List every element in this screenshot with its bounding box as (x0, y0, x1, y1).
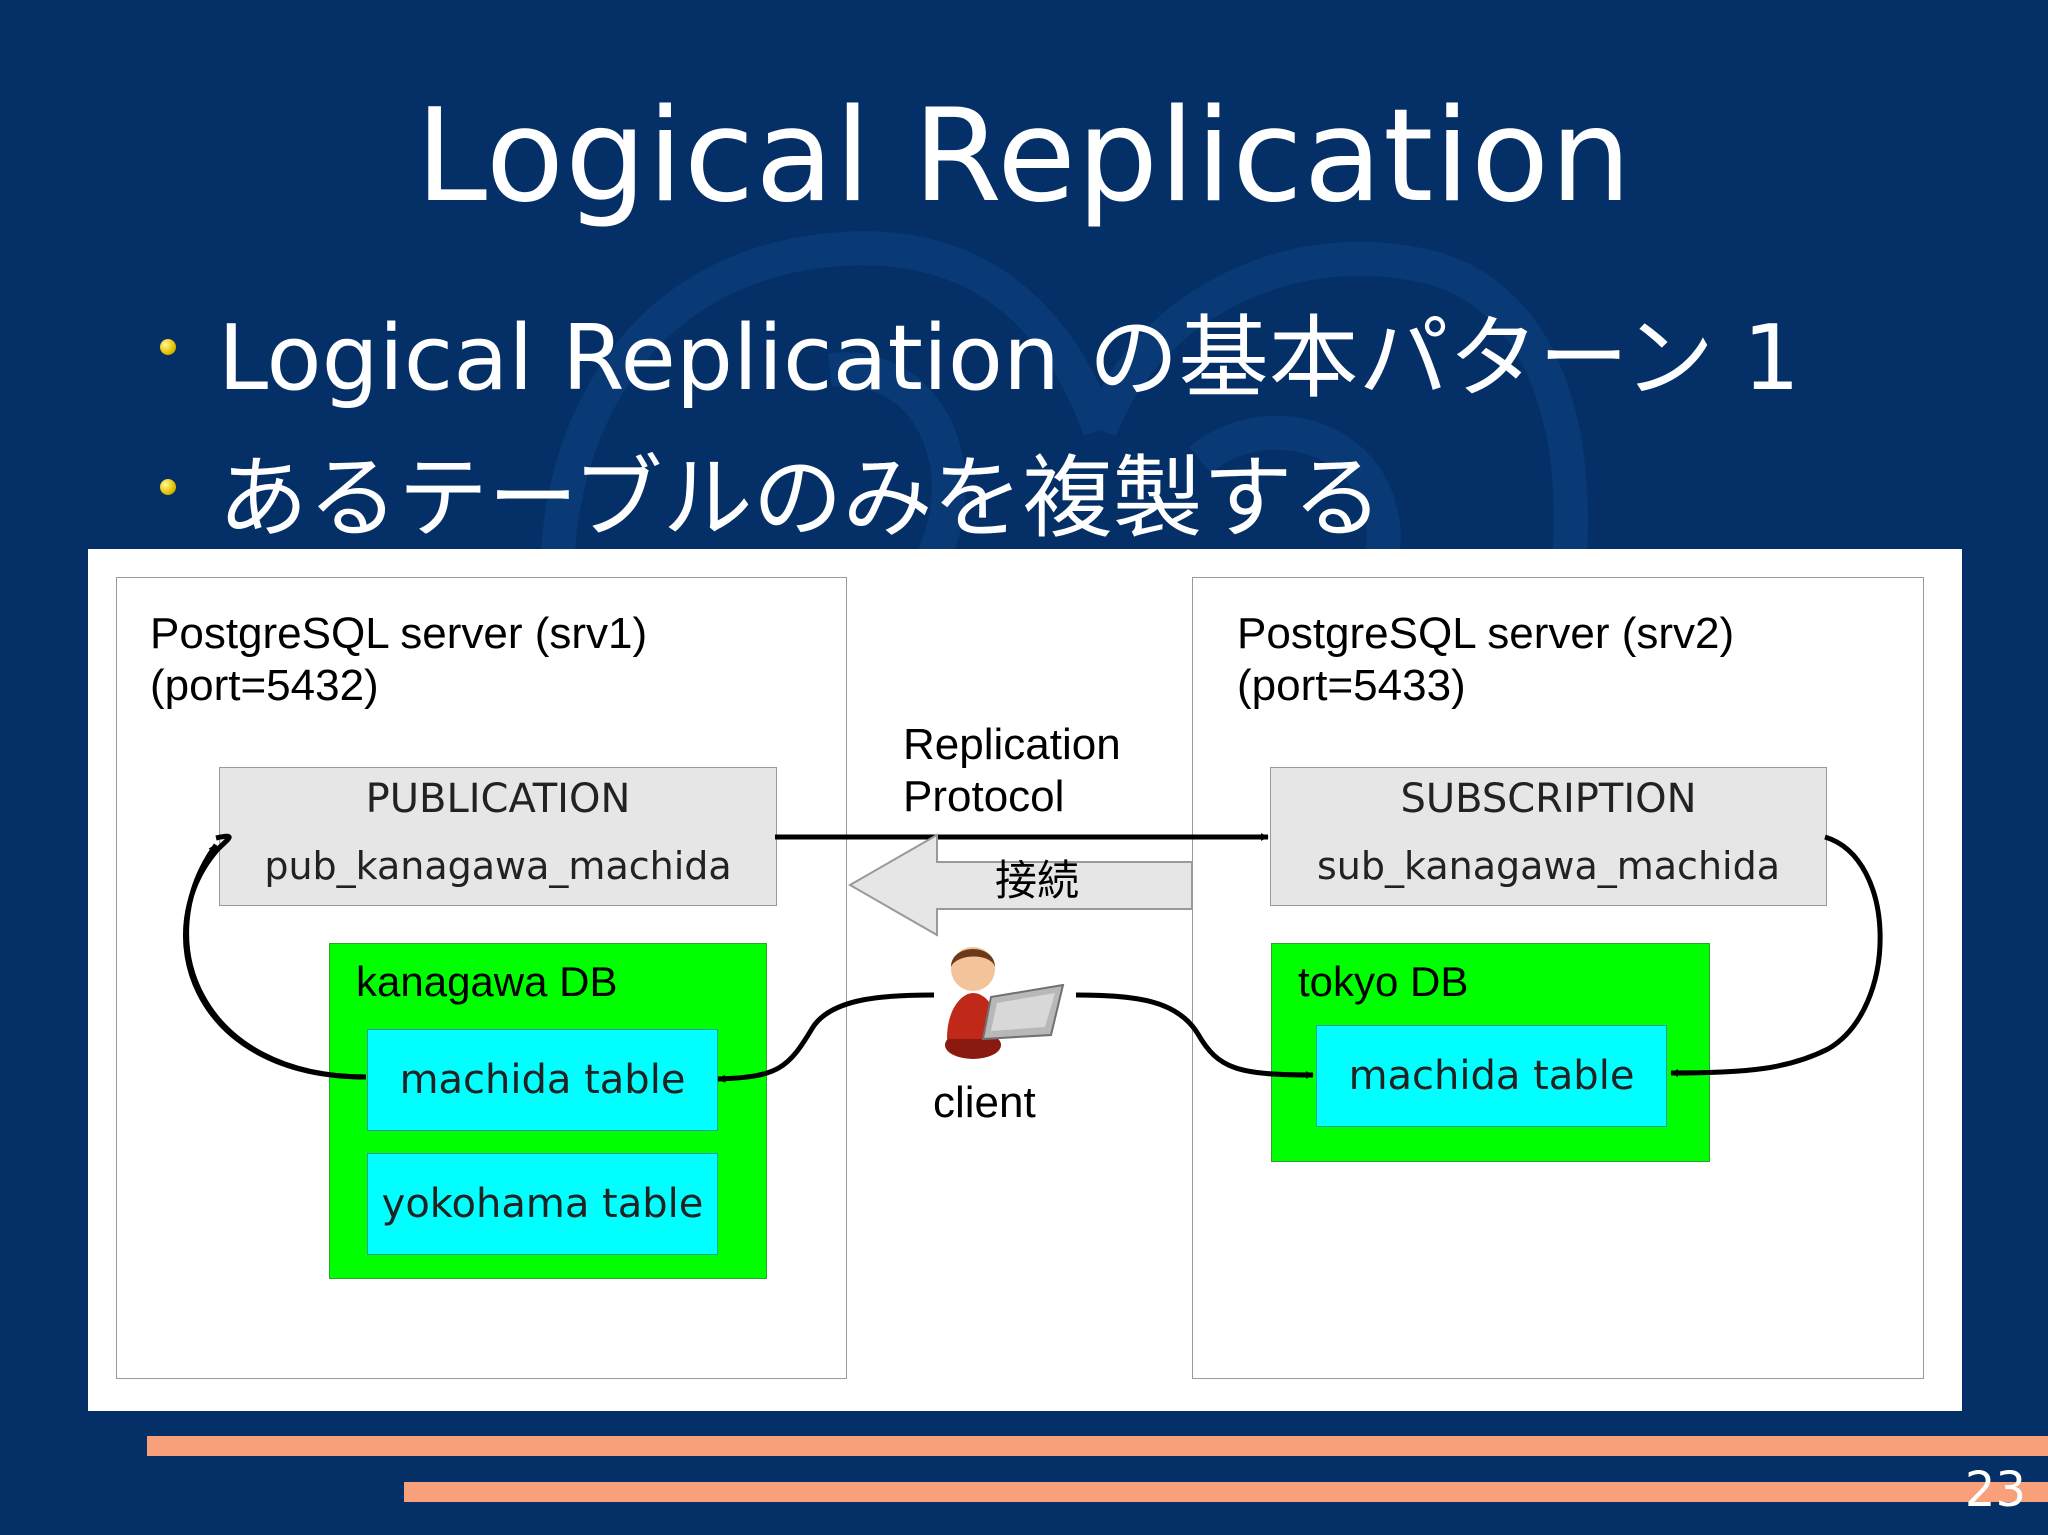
connector-arrows (183, 833, 1883, 1083)
tokyo-db-label: tokyo DB (1298, 958, 1469, 1005)
subscription-box: SUBSCRIPTION sub_kanagawa_machida (1270, 767, 1827, 906)
server-srv2-label: PostgreSQL server (srv2) (port=5433) (1237, 609, 1735, 710)
accent-bar-top (147, 1436, 2048, 1456)
bullet-2-text: あるテーブルのみを複製する (218, 446, 1383, 551)
kanagawa-db-box: kanagawa DB machida table yokohama table (329, 943, 767, 1279)
slide-title: Logical Replication (415, 82, 1633, 231)
replication-protocol-label: Replication Protocol (903, 720, 1121, 821)
connect-label: 接続 (995, 856, 1080, 905)
tokyo-db-box: tokyo DB machida table (1271, 943, 1710, 1162)
subscription-name: sub_kanagawa_machida (1316, 844, 1780, 888)
publication-title: PUBLICATION (365, 776, 631, 822)
client-label: client (933, 1078, 1036, 1127)
kanagawa-yokohama-table: yokohama table (367, 1153, 718, 1255)
publication-box: PUBLICATION pub_kanagawa_machida (219, 767, 777, 906)
accent-bar-bottom (404, 1482, 2048, 1502)
bullet-2-dot-icon (160, 479, 176, 495)
client-to-kanagawa-arrow (717, 992, 935, 1083)
connect-arrow (847, 833, 1193, 937)
kanagawa-machida-table: machida table (367, 1029, 718, 1131)
page-number: 23 (1964, 1462, 2026, 1518)
kanagawa-db-label: kanagawa DB (356, 958, 618, 1005)
subscription-to-tokyo-arrow (1670, 834, 1883, 1077)
client-person-icon (945, 947, 1065, 1059)
tokyo-machida-table: machida table (1316, 1025, 1667, 1127)
diagram-panel: PostgreSQL server (srv1) (port=5432) Pos… (88, 549, 1962, 1411)
subscription-title: SUBSCRIPTION (1400, 776, 1697, 822)
publication-name: pub_kanagawa_machida (264, 844, 732, 888)
bullet-1-dot-icon (160, 339, 176, 355)
kanagawa-to-publication-arrow (183, 833, 367, 1080)
client-to-tokyo-arrow (1075, 992, 1314, 1079)
server-srv1-label: PostgreSQL server (srv1) (port=5432) (150, 609, 648, 710)
bullet-1-text: Logical Replication の基本パターン 1 (218, 306, 1801, 411)
